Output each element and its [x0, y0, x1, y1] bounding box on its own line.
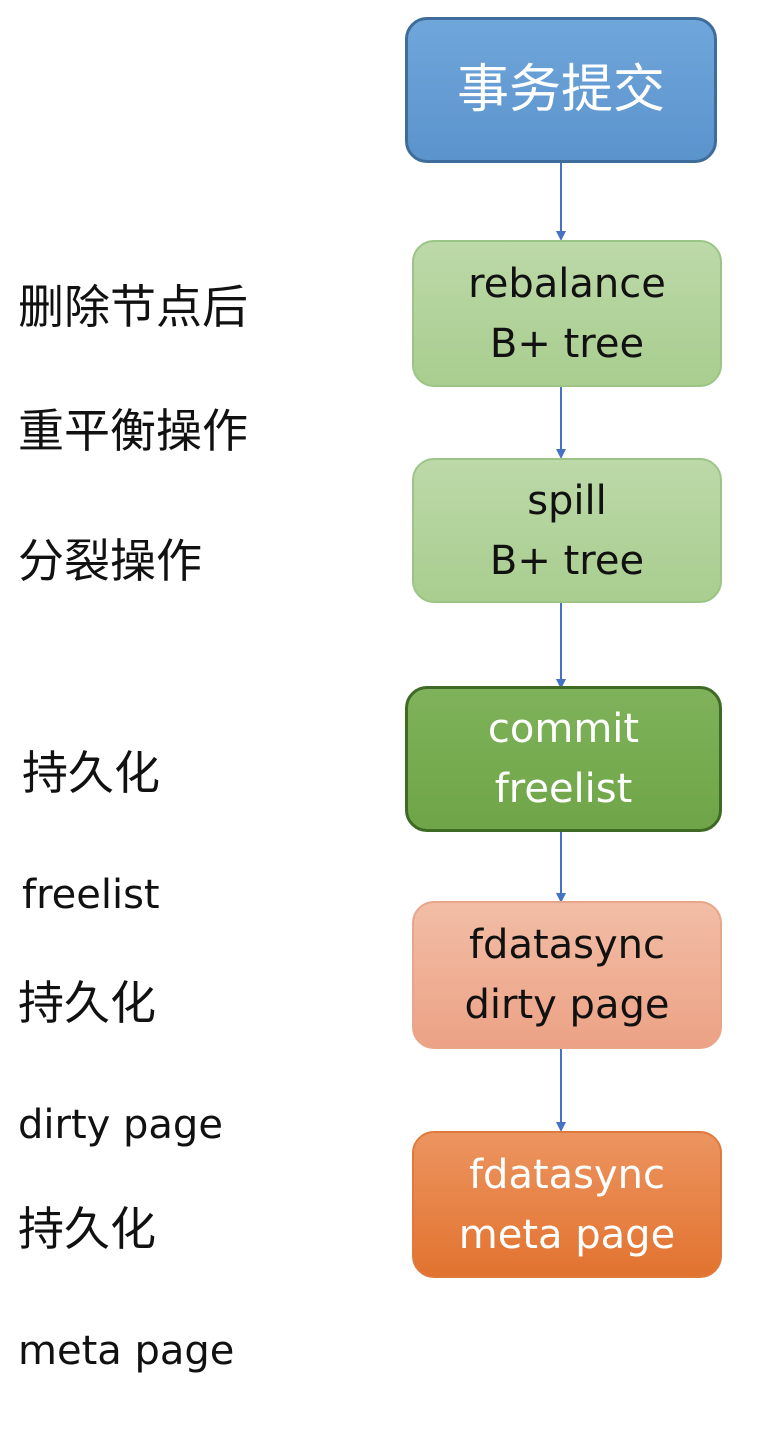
step-text: dirty page	[464, 982, 670, 1028]
label-line: 持久化	[18, 976, 156, 1030]
step-text: fdatasync	[468, 922, 666, 968]
label-line: freelist	[22, 872, 160, 918]
label-line: 持久化	[22, 746, 160, 800]
label-line: meta page	[18, 1328, 235, 1374]
label-persist-freelist: 持久化 freelist	[22, 680, 160, 986]
label-persist-meta-page: 持久化 meta page	[18, 1136, 234, 1442]
step-commit-freelist: commit freelist	[405, 686, 722, 832]
step-transaction-commit: 事务提交	[405, 17, 717, 163]
step-fdatasync-dirty-page: fdatasync dirty page	[412, 901, 722, 1049]
step-text: commit	[487, 706, 640, 752]
label-spill: 分裂操作	[18, 468, 202, 654]
step-text: B+ tree	[489, 320, 645, 367]
label-rebalance: 删除节点后 重平衡操作	[18, 214, 248, 524]
step-text: spill	[527, 477, 607, 524]
label-persist-dirty-page: 持久化 dirty page	[18, 910, 223, 1216]
step-spill-btree: spill B+ tree	[412, 458, 722, 603]
label-line: 删除节点后	[18, 280, 248, 334]
step-text: 事务提交	[456, 60, 665, 120]
step-rebalance-btree: rebalance B+ tree	[412, 240, 722, 387]
step-text: rebalance	[468, 260, 666, 307]
label-line: 分裂操作	[18, 534, 202, 588]
step-fdatasync-meta-page: fdatasync meta page	[412, 1131, 722, 1278]
label-line: dirty page	[18, 1102, 223, 1148]
step-text: freelist	[494, 766, 633, 812]
step-text: meta page	[458, 1211, 676, 1258]
label-line: 重平衡操作	[18, 404, 248, 458]
label-line: 持久化	[18, 1202, 156, 1256]
step-text: fdatasync	[468, 1151, 666, 1198]
step-text: B+ tree	[489, 537, 645, 584]
